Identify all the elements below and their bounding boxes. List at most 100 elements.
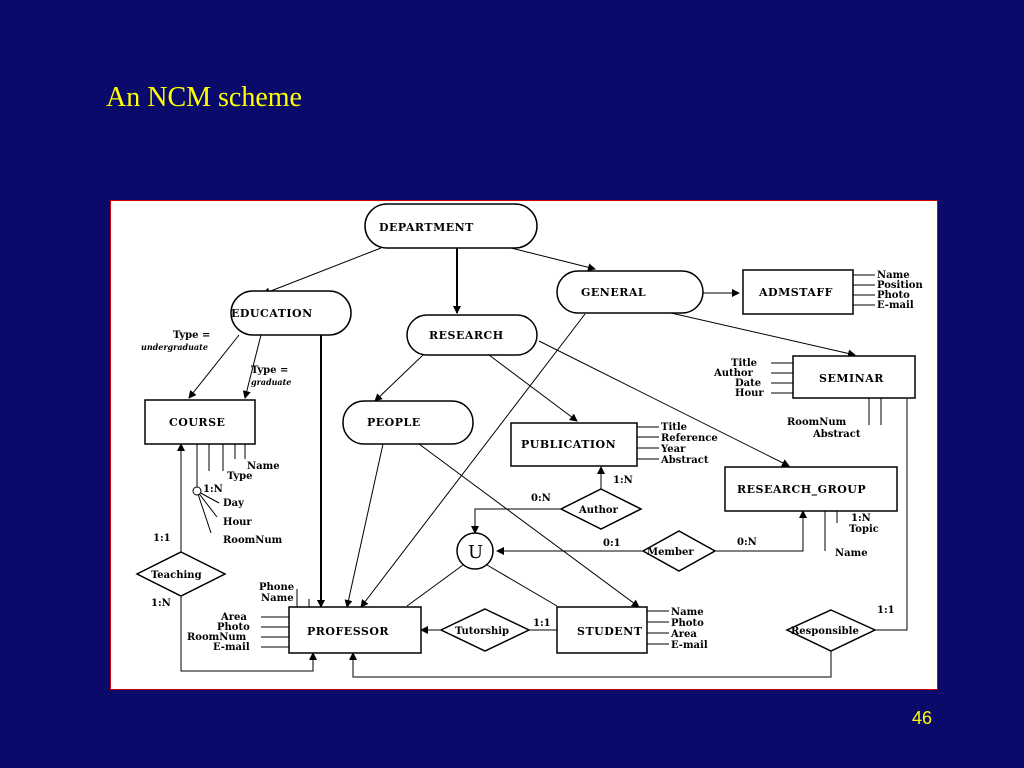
label-member: Member [647,547,694,558]
rel-responsible [785,609,877,652]
edge-responsible-seminar [875,399,908,631]
attr-professor-email: E-mail [213,642,250,653]
edge-education-course-1 [188,334,240,399]
edge-author-union [471,508,561,534]
label-professor: PROFESSOR [307,625,389,638]
attr-student-2: Area [670,629,697,640]
attr-student-3: E-mail [671,640,708,651]
card-member-u: 0:1 [603,538,621,549]
edge-education-course-2 [242,334,262,399]
attr-professor-area: Area [220,612,247,623]
label-teaching: Teaching [151,570,202,581]
label-department: DEPARTMENT [379,221,474,234]
node-student [556,606,648,654]
node-course [144,399,256,445]
attr-course-name: Name [247,461,280,472]
label-general: GENERAL [581,286,646,299]
attr-admstaff-0: Name [877,270,910,281]
edge-responsible-professor [349,649,832,678]
label-people: PEOPLE [367,416,421,429]
label-union: U [468,542,483,563]
attr-student-0: Name [671,607,704,618]
attr-seminar-2: Date [735,378,761,389]
label-type-undergrad-2: undergraduate [141,342,208,352]
attr-publication-2: Year [660,444,686,455]
label-publication: PUBLICATION [521,438,616,451]
attr-professor-phone: Phone [259,582,294,593]
label-admstaff: ADMSTAFF [758,286,833,299]
label-responsible: Responsible [791,626,859,637]
edge-people-student [418,443,640,608]
edge-teaching-professor [180,596,317,672]
attr-admstaff-2: Photo [877,290,910,301]
edge-member-rg [715,510,807,552]
card-author-u: 0:N [531,493,551,504]
node-department [364,203,538,249]
label-education: EDUCATION [231,307,313,320]
label-seminar: SEMINAR [819,372,884,385]
label-tutorship: Tutorship [455,626,509,637]
attr-seminar-3: Hour [735,388,764,399]
attr-rg-topic: Topic [849,524,879,535]
node-education [230,290,352,336]
node-research-group [724,466,898,512]
attr-course-type: Type [227,471,253,482]
attr-professor-roomnum: RoomNum [187,632,247,643]
node-union [456,532,494,570]
attr-course-roomnum: RoomNum [223,535,283,546]
rel-teaching [135,551,227,597]
label-course: COURSE [169,416,225,429]
label-type-grad-1: Type = [251,365,288,376]
node-admstaff [742,269,854,315]
attr-professor-photo: Photo [217,622,250,633]
card-course: 1:N [203,484,223,495]
node-general [556,270,704,314]
label-author: Author [578,505,619,516]
edge-union-student [486,564,558,607]
label-research-group: RESEARCH_GROUP [737,483,866,497]
attr-publication-0: Title [661,422,687,433]
attr-seminar-1: Author [713,368,754,379]
attr-rg-name: Name [835,548,868,559]
attr-seminar-roomnum: RoomNum [787,417,847,428]
node-publication [510,422,638,467]
label-student: STUDENT [577,625,643,638]
page-number: 46 [912,708,933,728]
label-type-grad-2: graduate [251,377,291,387]
edge-general-professor [360,313,586,608]
card-tutorship: 1:1 [533,618,551,629]
edge-research-rg [538,340,790,467]
edge-research-publication [488,354,578,422]
attr-publication-3: Abstract [660,455,709,466]
attr-professor-name: Name [261,593,294,604]
slide-title: An NCM scheme [106,82,302,113]
card-author-pub: 1:N [613,475,633,486]
diagram-frame: DEPARTMENT EDUCATION RESEARCH GENERAL AD… [110,200,938,690]
attr-seminar-0: Title [731,358,757,369]
edge-union-professor [406,564,464,607]
attr-seminar-abstract: Abstract [812,429,861,440]
attr-course-hour: Hour [223,517,252,528]
node-professor [288,606,422,654]
card-member-rg: 0:N [737,537,757,548]
edge-general-seminar [670,312,856,358]
attr-admstaff-3: E-mail [877,300,914,311]
rel-member [641,530,717,572]
card-responsible: 1:1 [877,605,895,616]
attr-course-day: Day [223,498,245,509]
edge-dept-education [262,247,382,296]
node-seminar [792,355,916,399]
edge-dept-general [510,247,596,272]
rel-author [559,488,643,530]
card-teaching-prof: 1:N [151,598,171,609]
node-research [406,314,538,356]
edge-research-people [374,354,424,402]
edge-people-professor [344,443,384,608]
node-people [342,400,474,445]
card-rg-topic: 1:N [851,513,871,524]
card-teaching-course: 1:1 [153,533,171,544]
label-type-undergrad-1: Type = [173,330,210,341]
rel-tutorship [439,608,531,652]
label-research: RESEARCH [429,329,504,342]
attr-student-1: Photo [671,618,704,629]
